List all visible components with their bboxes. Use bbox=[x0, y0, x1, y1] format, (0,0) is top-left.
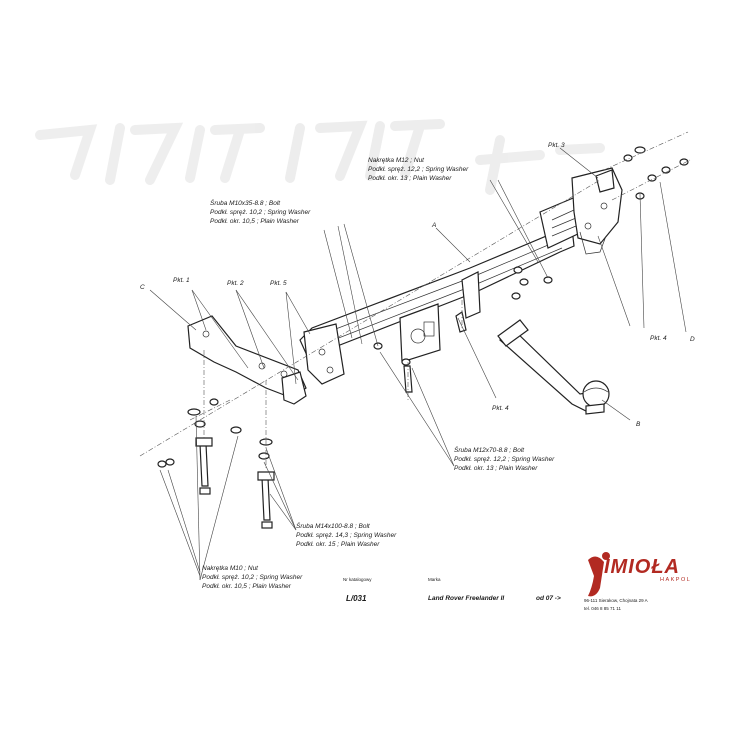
right-bracket bbox=[571, 167, 623, 255]
label-pkt-3: Pkt. 3 bbox=[548, 142, 565, 149]
assembly-axes bbox=[139, 131, 691, 470]
callout-line: Podkł. okr. 13 ; Plain Washer bbox=[454, 465, 538, 472]
label-C: C bbox=[140, 284, 145, 291]
label-pkt-5: Pkt. 5 bbox=[270, 280, 287, 287]
callout-bolt-m14x100: Śruba M14x100-8.8 ; Bolt Podkł. spręż. 1… bbox=[296, 521, 397, 548]
callout-line: Podkł. spręż. 10,2 ; Spring Washer bbox=[202, 574, 303, 581]
label-pkt-2: Pkt. 2 bbox=[227, 280, 244, 287]
callout-nut-m10: Nakrętka M10 ; Nut Podkł. spręż. 10,2 ; … bbox=[202, 565, 303, 590]
callout-line: Śruba M14x100-8.8 ; Bolt bbox=[296, 521, 371, 530]
callout-nut-m12: Nakrętka M12 ; Nut Podkł. spręż. 12,2 ; … bbox=[368, 157, 469, 182]
brand-phone: tel. 046 8 85 71 11 bbox=[584, 606, 621, 611]
label-D: D bbox=[690, 336, 695, 343]
callout-line: Podkł. okr. 15 ; Plain Washer bbox=[296, 541, 380, 548]
fasteners bbox=[157, 146, 689, 468]
callout-bolt-m12x70: Śruba M12x70-8.8 ; Bolt Podkł. spręż. 12… bbox=[454, 445, 555, 472]
callout-line: Śruba M12x70-8.8 ; Bolt bbox=[454, 445, 525, 454]
watermark bbox=[35, 119, 605, 195]
logo-hook-icon bbox=[588, 556, 604, 597]
callout-line: Podkł. spręż. 12,2 ; Spring Washer bbox=[454, 456, 555, 463]
label-pkt-1: Pkt. 1 bbox=[173, 277, 190, 284]
callout-line: Podkł. spręż. 14,3 ; Spring Washer bbox=[296, 532, 397, 539]
vehicle-model: Land Rover Freelander II bbox=[428, 595, 504, 602]
brand-name: IMIOŁA bbox=[604, 556, 680, 578]
brand-sub: HAKPOL bbox=[660, 577, 691, 583]
label-pkt-4-right: Pkt. 4 bbox=[650, 335, 667, 342]
bolts-m14 bbox=[195, 437, 275, 529]
label-pkt-4-lower: Pkt. 4 bbox=[492, 405, 509, 412]
catalog-code: L/031 bbox=[346, 594, 367, 603]
callout-line: Podkł. okr. 10,5 ; Plain Washer bbox=[202, 583, 292, 590]
callout-line: Śruba M10x35-8.8 ; Bolt bbox=[210, 198, 281, 207]
brand-address: 96-111 Sierakow, Chojnata 29 A bbox=[584, 598, 648, 603]
leaders bbox=[149, 147, 687, 581]
label-B: B bbox=[636, 421, 641, 428]
callout-line: Podkł. okr. 13 ; Plain Washer bbox=[368, 175, 452, 182]
callout-line: Nakrętka M12 ; Nut bbox=[368, 157, 425, 164]
callout-line: Podkł. spręż. 12,2 ; Spring Washer bbox=[368, 166, 469, 173]
model-year: od 07 -> bbox=[536, 595, 561, 602]
left-bracket bbox=[187, 315, 345, 405]
callout-line: Podkł. okr. 10,5 ; Plain Washer bbox=[210, 218, 300, 225]
towball-B bbox=[497, 319, 610, 415]
callout-bolt-m10x35: Śruba M10x35-8.8 ; Bolt Podkł. spręż. 10… bbox=[210, 198, 311, 225]
callout-line: Podkł. spręż. 10,2 ; Spring Washer bbox=[210, 209, 311, 216]
callout-line: Nakrętka M10 ; Nut bbox=[202, 565, 259, 572]
catalog-caption: Nr katalogowy bbox=[343, 577, 372, 582]
title-block: Nr katalogowy L/031 Marka Land Rover Fre… bbox=[343, 577, 561, 603]
crossbar-A bbox=[299, 195, 583, 363]
brand-logo: IMIOŁA HAKPOL 96-111 Sierakow, Chojnata … bbox=[584, 552, 691, 611]
label-A: A bbox=[431, 222, 436, 229]
model-caption: Marka bbox=[428, 577, 441, 582]
logo-ball-icon bbox=[602, 552, 610, 560]
